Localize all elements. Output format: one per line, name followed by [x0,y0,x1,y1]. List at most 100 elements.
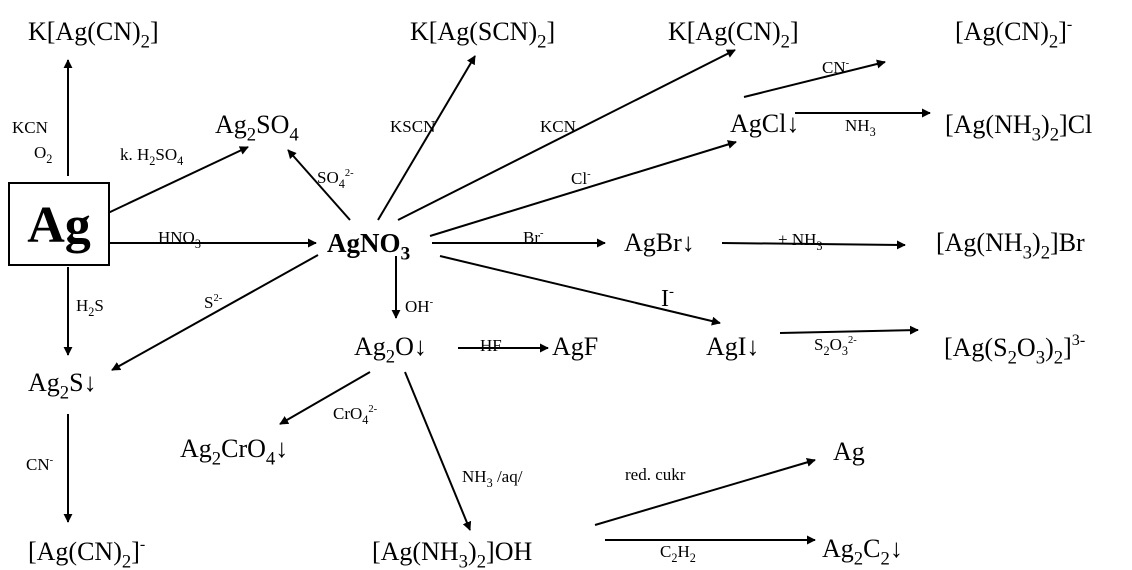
node-ag2o: Ag2O↓ [354,332,427,367]
arrow-agnh32oh-to-ag [594,457,816,526]
node-ag-nh3-2-cl: [Ag(NH3)2]Cl [945,110,1092,145]
subscript: 2 [823,344,829,358]
label-cn-minus-top: CN- [822,58,850,77]
subscript: 3 [1036,347,1045,368]
formula-text: HF [480,336,502,355]
formula-text: ] [131,537,140,566]
node-ag2c2: Ag2C2↓ [822,534,903,569]
label-nh3-aq: NH3 /aq/ [462,467,523,490]
subscript: 2 [781,31,790,52]
formula-text: Br [523,228,540,247]
formula-text: O [830,335,842,354]
subscript: 2 [46,152,52,166]
arrow-ag-to-ag2so4 [107,146,249,214]
arrow-agno3-to-kagscn2 [377,55,476,221]
formula-text: Ag [180,434,212,463]
formula-text: SO [155,145,177,164]
subscript: 4 [339,177,345,191]
formula-text: S [814,335,823,354]
formula-text: CrO [221,434,266,463]
superscript: 2- [848,335,857,346]
formula-text: AgNO [327,228,401,258]
arrow-agno3-to-agi [439,255,721,326]
superscript: - [140,536,145,553]
label-cro4-2minus: CrO42- [333,404,378,427]
label-hno3: HNO3 [158,228,201,251]
formula-text: S [94,296,103,315]
label-kcn-left: KCN [12,118,48,137]
formula-text: + NH [778,230,816,249]
formula-text: C [660,542,671,561]
label-so4-2minus: SO42- [317,168,354,191]
formula-text: ↓ [275,434,288,463]
subscript: 4 [266,448,276,469]
superscript: 2- [345,168,354,179]
formula-text: H [76,296,88,315]
formula-text: ) [468,537,477,566]
node-agcl: AgCl↓ [730,109,799,138]
subscript: 4 [289,124,299,145]
formula-text: O [34,143,46,162]
node-ag2so4: Ag2SO4 [215,110,299,145]
formula-text: CN [26,455,50,474]
formula-text: C [863,534,880,563]
formula-text: KSCN [390,117,435,136]
superscript: - [669,284,674,300]
subscript: 2 [88,305,94,319]
formula-text: CN [822,58,846,77]
label-oh-minus: OH- [405,297,434,316]
node-k-ag-cn2-top-mid: K[Ag(CN)2] [668,17,799,52]
formula-text: [Ag(CN) [28,537,122,566]
formula-text: [Ag(NH [936,228,1023,257]
subscript: 3 [195,237,201,251]
formula-text: Ag [215,110,247,139]
formula-text: SO [317,168,339,187]
subscript: 2 [671,551,677,565]
node-ag-source: Ag [27,197,91,254]
formula-text: ] [1058,17,1067,46]
label-s-2minus: S2- [204,293,223,312]
formula-text: Ag [28,368,60,397]
label-br-minus: Br- [523,228,544,247]
formula-text: Ag [822,534,854,563]
arrow-agno3-to-kagcn2 [397,49,736,221]
subscript: 3 [816,239,822,253]
subscript: 4 [177,154,183,168]
superscript: - [430,297,434,308]
subscript: 3 [1032,124,1041,145]
formula-text: Cl [571,169,587,188]
label-c2h2: C2H2 [660,542,696,565]
superscript: 2- [368,404,377,415]
formula-text: red. cukr [625,465,686,484]
subscript: 2 [386,346,395,367]
subscript: 3 [487,476,493,490]
node-ag-nh3-2-oh: [Ag(NH3)2]OH [372,537,532,570]
formula-text: ) [1045,333,1054,362]
node-ag-product: Ag [833,437,865,466]
node-agno3: AgNO3 [327,228,411,265]
reaction-arrows [63,49,931,545]
subscript: 2 [880,548,889,569]
subscript: 3 [870,125,876,139]
subscript: 3 [1023,242,1032,263]
subscript: 2 [141,31,150,52]
subscript: 2 [690,551,696,565]
formula-text: Ag [833,437,865,466]
compound-nodes: AgNO3 K[Ag(CN)2] Ag2SO4 K[Ag(SCN)2] K[Ag… [28,16,1092,570]
arrow-agi-to-ags2o32 [779,325,919,335]
subscript: 3 [401,244,411,265]
label-plus-nh3: + NH3 [778,230,823,253]
formula-text: O↓ [395,332,427,361]
label-cl-minus: Cl- [571,169,591,188]
formula-text: [Ag(CN) [955,17,1049,46]
label-nh3-cl: NH3 [845,116,876,139]
subscript: 2 [1041,242,1050,263]
subscript: 2 [149,154,155,168]
formula-text: Ag [354,332,386,361]
formula-text: AgI↓ [706,332,759,361]
superscript: 2- [213,293,222,304]
formula-text: NH [845,116,870,135]
formula-text: ] [150,17,159,46]
formula-text: KCN [12,118,48,137]
label-kscn: KSCN [390,117,435,136]
